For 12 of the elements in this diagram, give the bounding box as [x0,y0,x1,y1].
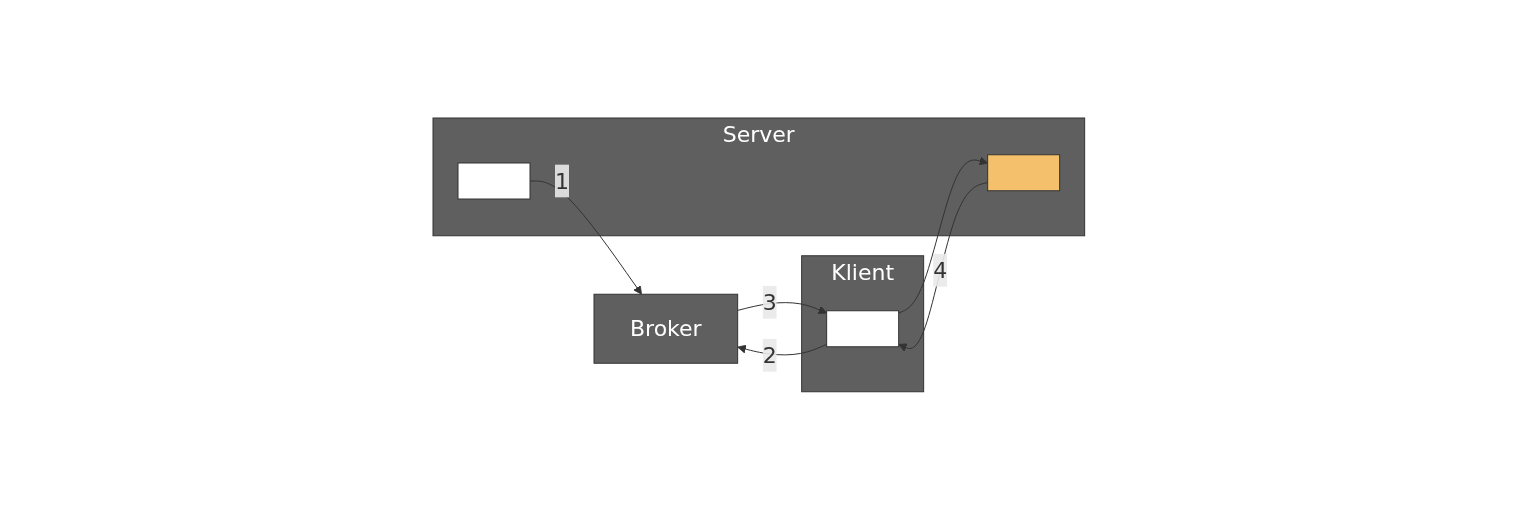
edge-label: 4 [933,257,948,283]
node-box: Broker [593,293,739,364]
node-box [457,162,531,200]
edge-label: 2 [762,342,777,368]
edge-label: 3 [762,289,777,315]
arrow [898,156,989,314]
node-box [826,310,900,348]
arrow [898,182,989,352]
edge-label: 1 [555,168,570,194]
node-box [987,154,1061,192]
arrow [529,180,643,295]
cluster: Klient [801,255,925,393]
